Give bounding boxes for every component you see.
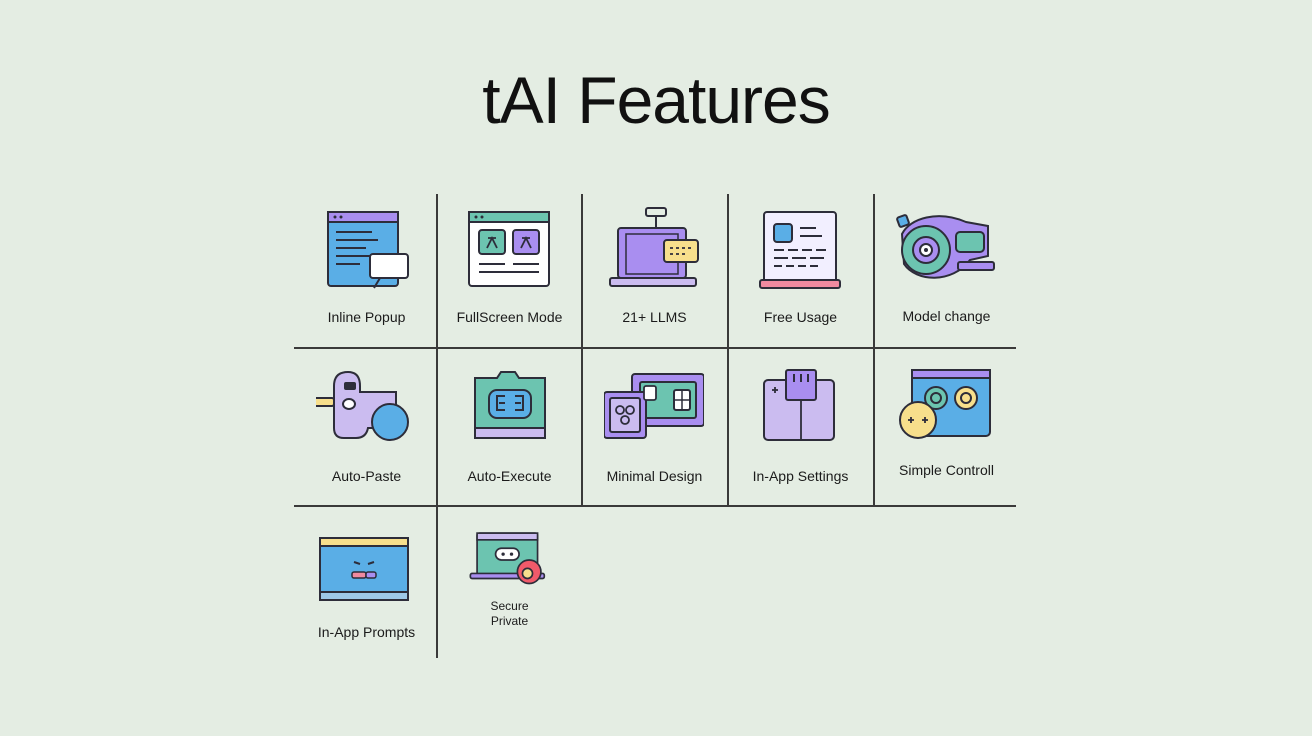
feature-fullscreen-mode: FullScreen Mode [437,194,582,347]
feature-label: FullScreen Mode [456,309,563,325]
grid-divider [727,194,729,506]
grid-divider [294,505,1016,507]
feature-llms: 21+ LLMS [582,194,727,347]
feature-free-usage: Free Usage [728,194,873,347]
model-switch-icon [896,214,995,279]
feature-simple-controll: Simple Controll [874,348,1019,505]
grid-divider [873,194,875,506]
document-page-icon [759,211,841,289]
page-title: tAI Features [482,63,831,137]
popup-window-icon [327,211,409,289]
fullscreen-window-icon [468,211,550,287]
settings-panel-icon [763,369,835,441]
grid-divider [294,347,1016,349]
execute-window-icon [474,371,546,439]
feature-label: Minimal Design [606,468,703,484]
feature-minimal-design: Minimal Design [582,348,727,505]
feature-label: In-App Prompts [317,624,416,640]
feature-model-change: Model change [874,194,1019,347]
feature-auto-execute: Auto-Execute [437,348,582,505]
feature-in-app-prompts: In-App Prompts [294,506,439,658]
feature-label: 21+ LLMS [622,309,687,325]
feature-label: Auto-Paste [331,468,402,484]
feature-auto-paste: Auto-Paste [294,348,439,505]
secure-lock-icon [469,532,546,585]
feature-inline-popup: Inline Popup [294,194,439,347]
feature-label: Model change [902,308,991,324]
grid-divider [581,194,583,506]
feature-label: In-App Settings [752,468,849,484]
feature-label: Free Usage [763,309,838,325]
feature-label: Inline Popup [327,309,406,325]
grid-divider [436,194,438,658]
features-grid: Inline Popup FullScreen Mode [294,194,1016,658]
feature-label-line1: Secure [490,599,529,613]
design-windows-icon [604,373,704,439]
laptop-chat-icon [609,207,699,287]
feature-label: Simple Controll [899,462,994,478]
feature-label: Auto-Execute [467,468,552,484]
prompt-screen-icon [319,537,409,601]
feature-in-app-settings: In-App Settings [728,348,873,505]
controls-panel-icon [899,369,991,439]
paste-tool-icon [316,370,409,441]
feature-label-line2: Private [490,614,529,628]
feature-secure-private: Secure Private [437,506,582,658]
